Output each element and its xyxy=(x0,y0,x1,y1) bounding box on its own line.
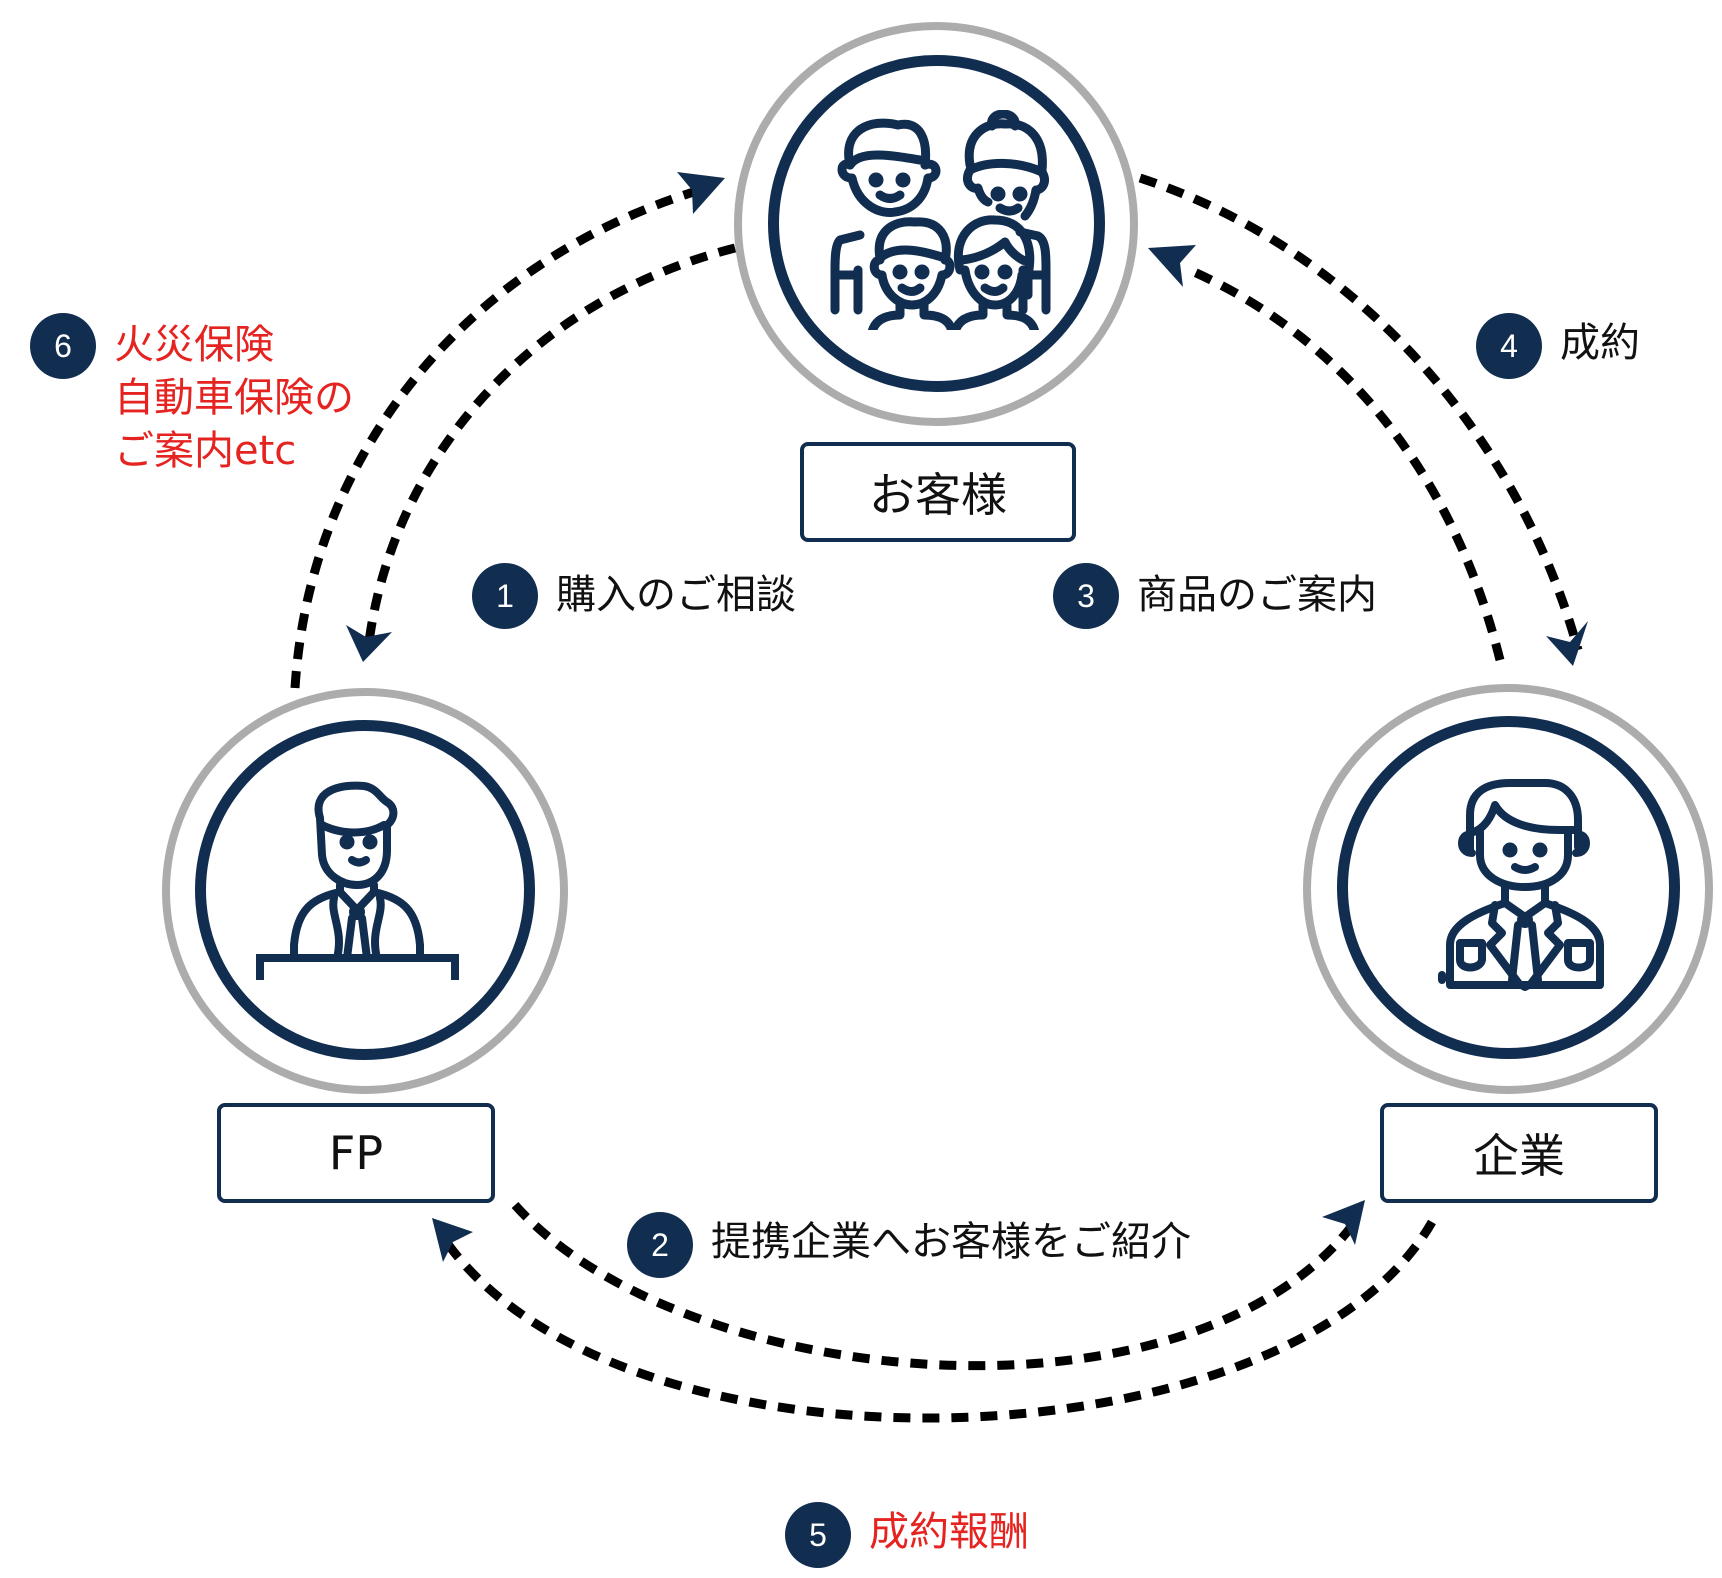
customer-label: お客様 xyxy=(800,442,1076,542)
arrowhead-fp-top xyxy=(346,625,392,662)
step-4: 4 成約 xyxy=(1476,313,1640,379)
step-6-badge: 6 xyxy=(30,313,96,379)
step-6-text: 火災保険 自動車保険の ご案内etc xyxy=(114,322,354,474)
step-5-text: 成約報酬 xyxy=(869,1509,1029,1555)
arrowhead-company-bottom xyxy=(1322,1200,1365,1245)
fp-label: FP xyxy=(217,1103,495,1203)
step-2-badge: 2 xyxy=(627,1212,693,1278)
arrow-4-customer-to-company xyxy=(1138,173,1583,652)
step-1-badge: 1 xyxy=(472,563,538,629)
step-5-badge: 5 xyxy=(785,1502,851,1568)
fp-inner-ring xyxy=(195,720,535,1060)
step-2-text: 提携企業へお客様をご紹介 xyxy=(711,1219,1191,1265)
arrowhead-company-top xyxy=(1546,621,1588,666)
step-2: 2 提携企業へお客様をご紹介 xyxy=(627,1212,1191,1278)
step-4-badge: 4 xyxy=(1476,313,1542,379)
arrowhead-fp-bottom xyxy=(432,1218,473,1262)
businessman-icon xyxy=(1438,779,1604,991)
step-1-text: 購入のご相談 xyxy=(556,572,796,618)
step-3-badge: 3 xyxy=(1053,563,1119,629)
step-1: 1 購入のご相談 xyxy=(472,563,796,629)
arrowhead-customer-right xyxy=(1148,245,1196,287)
arrowhead-customer-left xyxy=(677,172,725,214)
arrow-1-customer-to-fp xyxy=(363,243,737,651)
step-5: 5 成約報酬 xyxy=(785,1502,1029,1568)
step-3-text: 商品のご案内 xyxy=(1137,572,1377,618)
step-3: 3 商品のご案内 xyxy=(1053,563,1377,629)
family-icon xyxy=(830,110,1051,330)
arrow-2-fp-to-company xyxy=(511,1202,1359,1371)
step-6: 6 火災保険 自動車保険の ご案内etc xyxy=(30,313,354,478)
arrow-6-fp-to-customer xyxy=(290,185,702,689)
advisor-at-desk-icon xyxy=(256,781,459,980)
company-label: 企業 xyxy=(1380,1103,1658,1203)
step-4-text: 成約 xyxy=(1560,320,1640,366)
